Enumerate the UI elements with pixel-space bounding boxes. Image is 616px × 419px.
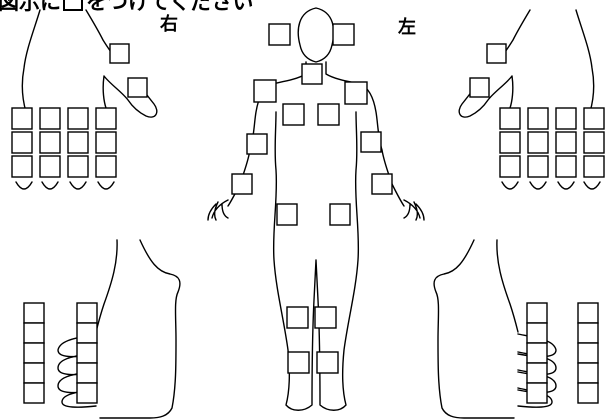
right-wrist-box[interactable] — [232, 174, 252, 194]
right-foot-outer-box-2[interactable] — [24, 323, 44, 343]
neck-box[interactable] — [302, 64, 322, 84]
body-hands — [208, 200, 424, 220]
right-elbow-box[interactable] — [247, 134, 267, 154]
left-finger-3-box-1[interactable] — [556, 108, 576, 129]
right-shoulder-box[interactable] — [254, 80, 276, 102]
right-finger-2-box-1[interactable] — [40, 108, 60, 129]
left-finger-2-box-3[interactable] — [528, 156, 548, 177]
jaw-box-right[interactable] — [269, 24, 290, 45]
left-finger-4-box-1[interactable] — [584, 108, 604, 129]
right-foot-diagram — [58, 240, 180, 418]
right-finger-4-box-3[interactable] — [96, 156, 116, 177]
right-foot-toe-box-5[interactable] — [77, 383, 97, 403]
left-wrist-box[interactable] — [372, 174, 392, 194]
right-ankle-box[interactable] — [288, 352, 309, 373]
right-foot-outer-box-1[interactable] — [24, 303, 44, 323]
left-elbow-box[interactable] — [361, 132, 381, 152]
right-thumb-box-1[interactable] — [110, 44, 129, 63]
right-foot-outline — [96, 240, 180, 418]
left-foot-toe-box-3[interactable] — [527, 343, 547, 363]
right-side-label: 右 — [160, 13, 178, 35]
left-shoulder-box[interactable] — [345, 82, 367, 104]
left-finger-2-box-1[interactable] — [528, 108, 548, 129]
left-hip-box[interactable] — [330, 204, 350, 225]
left-finger-4-box-3[interactable] — [584, 156, 604, 177]
jaw-box-left[interactable] — [333, 24, 354, 45]
left-foot-outer-box-4[interactable] — [578, 363, 598, 383]
right-finger-3-box-3[interactable] — [68, 156, 88, 177]
left-foot-toe-box-5[interactable] — [527, 383, 547, 403]
right-finger-2-box-3[interactable] — [40, 156, 60, 177]
left-knee-box[interactable] — [315, 307, 336, 328]
left-chest-box[interactable] — [318, 104, 339, 125]
left-hand-outline — [459, 10, 594, 117]
right-thumb-box-2[interactable] — [128, 78, 147, 97]
left-foot-outer-box-1[interactable] — [578, 303, 598, 323]
instruction-text-before: 図示に — [0, 0, 61, 14]
right-foot-toe-box-1[interactable] — [77, 303, 97, 323]
right-foot-toe-box-3[interactable] — [77, 343, 97, 363]
left-finger-1-box-1[interactable] — [500, 108, 520, 129]
left-foot-outline — [434, 240, 518, 418]
left-finger-3-box-2[interactable] — [556, 132, 576, 153]
right-finger-2-box-2[interactable] — [40, 132, 60, 153]
right-finger-3-box-1[interactable] — [68, 108, 88, 129]
right-foot-toe-box-4[interactable] — [77, 363, 97, 383]
left-thumb-box-1[interactable] — [487, 44, 506, 63]
left-finger-4-box-2[interactable] — [584, 132, 604, 153]
right-finger-4-box-1[interactable] — [96, 108, 116, 129]
left-finger-1-box-2[interactable] — [500, 132, 520, 153]
right-hip-box[interactable] — [277, 204, 297, 225]
left-thumb-box-2[interactable] — [470, 78, 489, 97]
right-finger-1-box-1[interactable] — [12, 108, 32, 129]
left-foot-toe-box-1[interactable] — [527, 303, 547, 323]
right-finger-1-box-2[interactable] — [12, 132, 32, 153]
left-side-label: 左 — [398, 16, 416, 38]
instruction-sample-box — [64, 0, 82, 10]
right-foot-outer-box-4[interactable] — [24, 363, 44, 383]
right-hand-fingertips — [16, 182, 114, 189]
left-foot-toe-box-4[interactable] — [527, 363, 547, 383]
right-finger-4-box-2[interactable] — [96, 132, 116, 153]
left-foot-outer-box-3[interactable] — [578, 343, 598, 363]
right-knee-box[interactable] — [287, 307, 308, 328]
instruction-header: 図示に をつけてください — [0, 0, 253, 14]
left-finger-1-box-3[interactable] — [500, 156, 520, 177]
left-hand-fingertips — [502, 182, 600, 189]
left-foot-outer-box-5[interactable] — [578, 383, 598, 403]
right-finger-1-box-3[interactable] — [12, 156, 32, 177]
right-foot-outer-box-3[interactable] — [24, 343, 44, 363]
left-finger-2-box-2[interactable] — [528, 132, 548, 153]
right-chest-box[interactable] — [283, 104, 304, 125]
right-finger-3-box-2[interactable] — [68, 132, 88, 153]
instruction-text-after: をつけてください — [86, 0, 253, 14]
right-foot-outer-box-5[interactable] — [24, 383, 44, 403]
right-foot-toe-box-2[interactable] — [77, 323, 97, 343]
left-foot-toe-box-2[interactable] — [527, 323, 547, 343]
left-finger-3-box-3[interactable] — [556, 156, 576, 177]
left-foot-outer-box-2[interactable] — [578, 323, 598, 343]
right-hand-outline — [22, 10, 157, 117]
left-ankle-box[interactable] — [317, 352, 338, 373]
joint-checkboxes — [12, 24, 604, 403]
